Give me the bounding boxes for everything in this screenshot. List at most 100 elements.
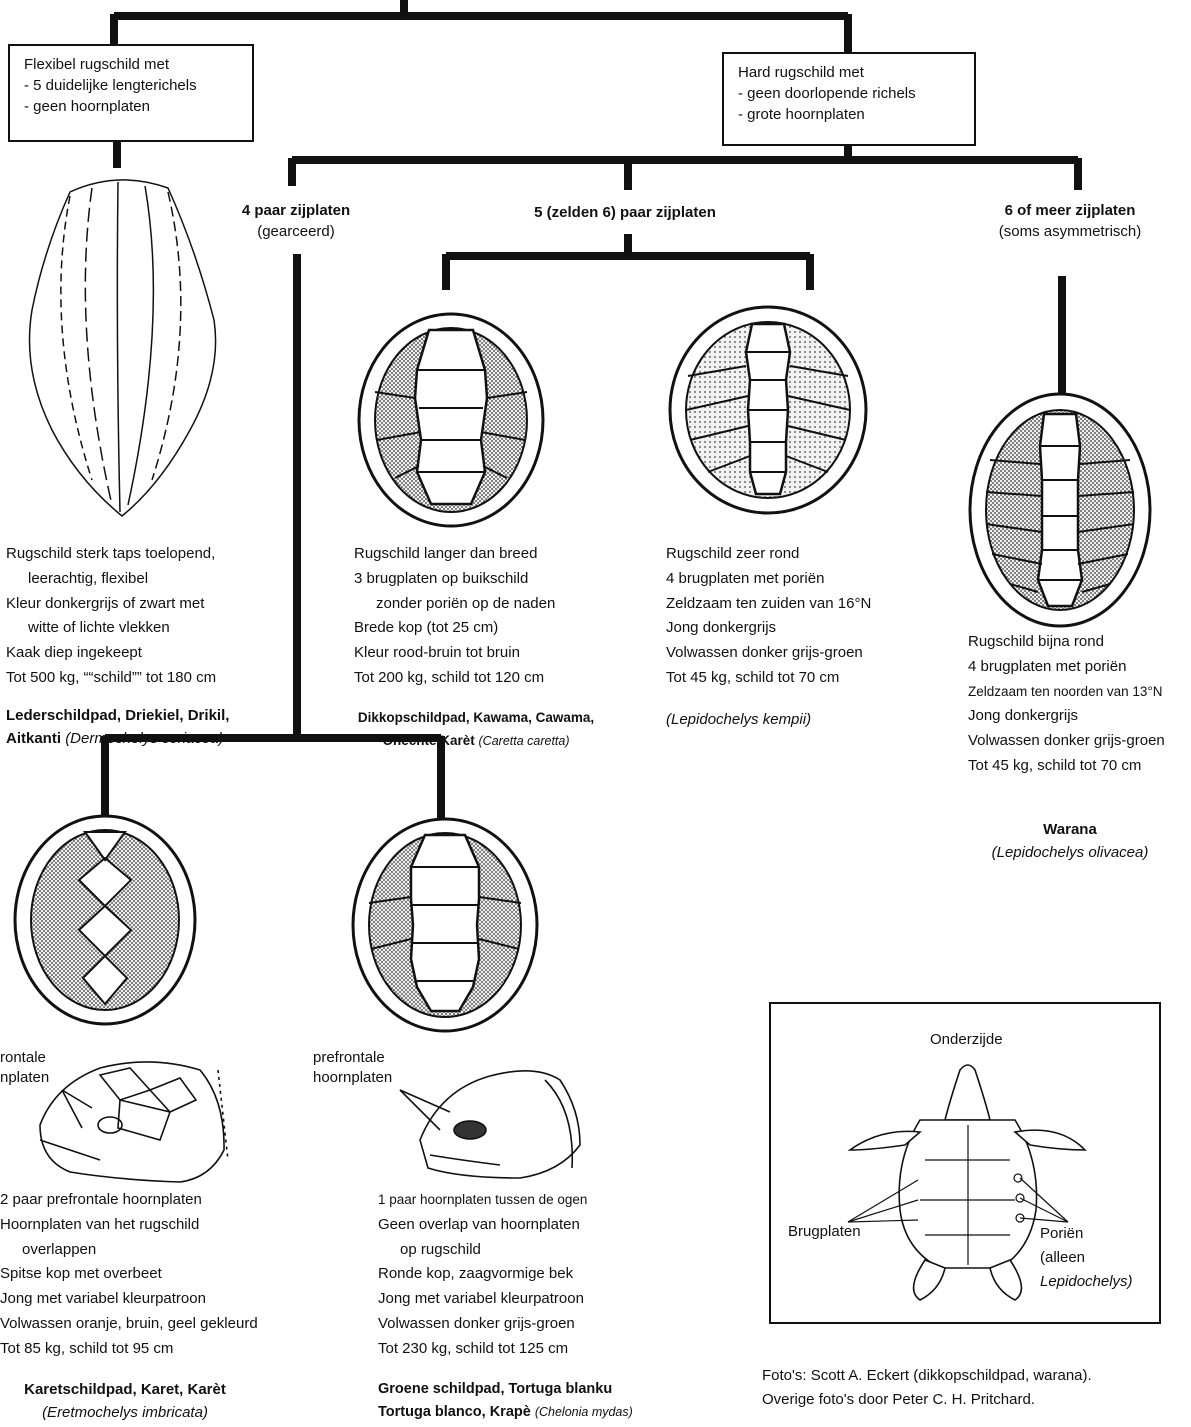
olive-ridley-name: Warana (Lepidochelys olivacea) (960, 818, 1180, 864)
desc-line: overlappen (0, 1238, 258, 1263)
green-prefrontal-label: prefrontale hoornplaten (313, 1048, 392, 1088)
desc-line: Zeldzaam ten zuiden van 16°N (666, 592, 871, 617)
desc-line: 3 brugplaten op buikschild (354, 567, 555, 592)
header-five-pairs: 5 (zelden 6) paar zijplaten (480, 202, 770, 223)
common-name: Groene schildpad, Tortuga blanku (378, 1378, 633, 1401)
inset-title: Onderzijde (930, 1030, 1003, 1050)
scientific-name: (Chelonia mydas) (535, 1405, 633, 1419)
desc-line: 2 paar prefrontale hoornplaten (0, 1188, 258, 1213)
label-line: Poriën (1040, 1222, 1133, 1246)
hawksbill-head-drawing (40, 1062, 228, 1182)
inset-pores-label: Poriën (alleen Lepidochelys) (1040, 1222, 1133, 1294)
leatherback-carapace-drawing (30, 180, 216, 516)
header-six-title: 6 of meer zijplaten (1005, 202, 1136, 219)
photo-credits: Foto's: Scott A. Eckert (dikkopschildpad… (762, 1364, 1092, 1412)
desc-line: Rugschild zeer rond (666, 542, 871, 567)
box-line: - grote hoornplaten (738, 104, 960, 125)
desc-line: Jong donkergrijs (666, 616, 871, 641)
kemp-carapace-drawing (670, 307, 866, 513)
green-turtle-carapace-drawing (353, 819, 537, 1031)
desc-line: Jong met variabel kleurpatroon (0, 1287, 258, 1312)
desc-line: Spitse kop met overbeet (0, 1262, 258, 1287)
box-line: - 5 duidelijke lengterichels (24, 75, 238, 96)
scientific-name: (Eretmochelys imbricata) (0, 1401, 250, 1424)
inset-bridge-label: Brugplaten (788, 1222, 861, 1242)
scientific-name: (Lepidochelys kempii) (666, 711, 811, 728)
kemp-name: (Lepidochelys kempii) (666, 708, 811, 731)
common-name: Warana (960, 818, 1180, 841)
desc-line: Tot 500 kg, ““schild”” tot 180 cm (6, 666, 216, 691)
desc-line: witte of lichte vlekken (6, 616, 216, 641)
desc-line: Tot 85 kg, schild tot 95 cm (0, 1337, 258, 1362)
hawksbill-description: 2 paar prefrontale hoornplaten Hoornplat… (0, 1188, 258, 1362)
desc-line: Rugschild langer dan breed (354, 542, 555, 567)
desc-line: Jong donkergrijs (968, 704, 1165, 729)
desc-line: Volwassen donker grijs-groen (666, 641, 871, 666)
olive-ridley-description: Rugschild bijna rond 4 brugplaten met po… (968, 630, 1165, 779)
desc-line: Kleur rood-bruin tot bruin (354, 641, 555, 666)
header-six-sub: (soms asymmetrisch) (999, 223, 1142, 240)
hard-shell-key-box: Hard rugschild met - geen doorlopende ri… (722, 52, 976, 146)
label-line: hoornplaten (313, 1068, 392, 1088)
desc-line: Jong met variabel kleurpatroon (378, 1287, 587, 1312)
desc-line: Kleur donkergrijs of zwart met (6, 592, 216, 617)
desc-line: Brede kop (tot 25 cm) (354, 616, 555, 641)
desc-line: op rugschild (378, 1238, 587, 1263)
header-four-sub: (gearceerd) (257, 223, 335, 240)
common-name-2: Onechte Karèt (382, 733, 474, 748)
header-four-pairs: 4 paar zijplaten (gearceerd) (206, 200, 386, 242)
common-name-2: Aitkanti (6, 730, 61, 747)
desc-line: zonder poriën op de naden (354, 592, 555, 617)
header-six-pairs: 6 of meer zijplaten (soms asymmetrisch) (975, 200, 1165, 242)
desc-line: Hoornplaten van het rugschild (0, 1213, 258, 1238)
box-line: Flexibel rugschild met (24, 54, 238, 75)
loggerhead-name: Dikkopschildpad, Kawama, Cawama, Onechte… (346, 706, 606, 753)
desc-line: Tot 230 kg, schild tot 125 cm (378, 1337, 587, 1362)
desc-line: Rugschild sterk taps toelopend, (6, 542, 216, 567)
scientific-name: (Caretta caretta) (479, 734, 570, 748)
hawksbill-prefrontal-label: rontale nplaten (0, 1048, 49, 1088)
box-line: - geen hoornplaten (24, 96, 238, 117)
desc-line: Kaak diep ingekeept (6, 641, 216, 666)
desc-line: Ronde kop, zaagvormige bek (378, 1262, 587, 1287)
leatherback-description: Rugschild sterk taps toelopend, leeracht… (6, 542, 216, 691)
label-line: (alleen (1040, 1246, 1133, 1270)
header-four-title: 4 paar zijplaten (242, 202, 350, 219)
green-turtle-name: Groene schildpad, Tortuga blanku Tortuga… (378, 1378, 633, 1424)
olive-ridley-carapace-drawing (970, 394, 1150, 626)
common-name: Karetschildpad, Karet, Karèt (0, 1378, 250, 1401)
box-line: Hard rugschild met (738, 62, 960, 83)
label-line: nplaten (0, 1068, 49, 1088)
desc-line: Volwassen donker grijs-groen (968, 729, 1165, 754)
desc-line: Geen overlap van hoornplaten (378, 1213, 587, 1238)
loggerhead-description: Rugschild langer dan breed 3 brugplaten … (354, 542, 555, 691)
common-name-2: Tortuga blanco, Krapè (378, 1404, 531, 1420)
label-line: prefrontale (313, 1048, 392, 1068)
scientific-name: (Dermochelys coriacea) (65, 730, 223, 747)
leatherback-key-box: Flexibel rugschild met - 5 duidelijke le… (8, 44, 254, 142)
hawksbill-carapace-drawing (15, 816, 195, 1024)
desc-line: 4 brugplaten met poriën (968, 655, 1165, 680)
label-line: Lepidochelys) (1040, 1270, 1133, 1294)
credit-line: Overige foto's door Peter C. H. Pritchar… (762, 1388, 1092, 1412)
desc-line: Rugschild bijna rond (968, 630, 1165, 655)
common-name: Lederschildpad, Driekiel, Drikil, (6, 704, 229, 727)
desc-line: Volwassen oranje, bruin, geel gekleurd (0, 1312, 258, 1337)
loggerhead-carapace-drawing (359, 314, 543, 526)
desc-line: Volwassen donker grijs-groen (378, 1312, 587, 1337)
kemp-description: Rugschild zeer rond 4 brugplaten met por… (666, 542, 871, 691)
desc-line: 4 brugplaten met poriën (666, 567, 871, 592)
desc-line: Zeldzaam ten noorden van 13°N (968, 680, 1165, 705)
desc-line: 1 paar hoornplaten tussen de ogen (378, 1188, 587, 1213)
scientific-name: (Lepidochelys olivacea) (960, 841, 1180, 864)
desc-line: Tot 45 kg, schild tot 70 cm (666, 666, 871, 691)
leatherback-name: Lederschildpad, Driekiel, Drikil, Aitkan… (6, 704, 229, 750)
desc-line: Tot 45 kg, schild tot 70 cm (968, 754, 1165, 779)
hawksbill-name: Karetschildpad, Karet, Karèt (Eretmochel… (0, 1378, 250, 1424)
label-line: rontale (0, 1048, 49, 1068)
box-line: - geen doorlopende richels (738, 83, 960, 104)
green-turtle-head-drawing (400, 1071, 580, 1178)
green-turtle-description: 1 paar hoornplaten tussen de ogen Geen o… (378, 1188, 587, 1362)
common-name: Dikkopschildpad, Kawama, Cawama, (346, 706, 606, 729)
desc-line: Tot 200 kg, schild tot 120 cm (354, 666, 555, 691)
